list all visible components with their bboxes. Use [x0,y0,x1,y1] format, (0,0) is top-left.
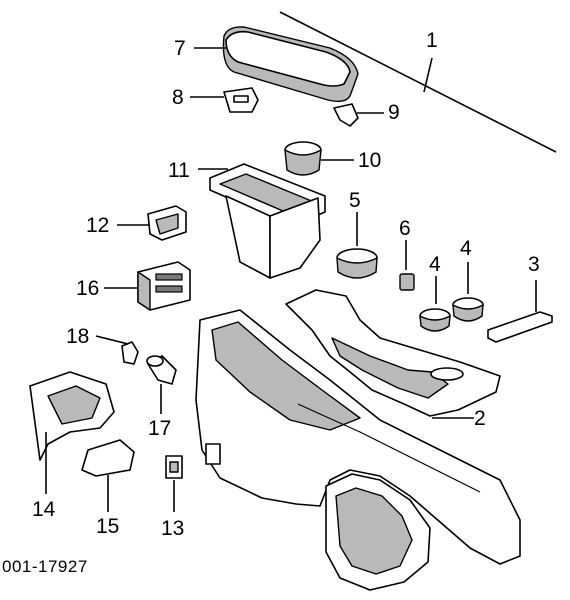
part-storage-bin [209,163,326,279]
part-side-bracket [29,371,115,461]
leader-1 [423,57,433,93]
callout-1: 1 [426,29,438,52]
part-cup-insert [284,141,322,176]
callout-5: 5 [349,189,361,212]
part-console-body [195,309,521,591]
part-latch [333,103,359,127]
part-trim-strip [487,311,553,343]
part-sleeve [146,355,177,385]
callout-4b: 4 [460,237,472,260]
callout-11: 11 [168,159,190,182]
callout-2: 2 [474,407,486,430]
part-trim-12 [147,205,187,241]
callout-9: 9 [388,101,400,124]
callout-4a: 4 [429,253,441,276]
callout-15: 15 [96,515,120,538]
part-grommet-4a [419,308,451,332]
callout-3: 3 [528,253,540,276]
callout-18: 18 [66,325,90,348]
part-console-trim [285,289,501,417]
document-id: 001-17927 [2,557,88,576]
part-grommet-4b [452,297,484,322]
callout-10: 10 [358,149,382,172]
leader-18 [95,335,129,345]
callout-8: 8 [172,86,184,109]
callout-12: 12 [86,214,110,237]
callout-17: 17 [148,417,172,440]
part-small-bracket [81,439,135,477]
part-small-clip [165,455,183,479]
callout-16: 16 [76,277,100,300]
part-plug-6 [399,273,415,291]
part-clip [121,341,139,365]
part-outlet-module [137,261,191,311]
part-grommet-5 [336,248,378,279]
part-hinge [223,87,259,113]
callout-14: 14 [32,498,56,521]
assembly-bracket [279,11,557,153]
part-armrest-lid [222,26,359,103]
callout-7: 7 [174,37,186,60]
callout-13: 13 [161,517,185,540]
callout-6: 6 [399,217,411,240]
